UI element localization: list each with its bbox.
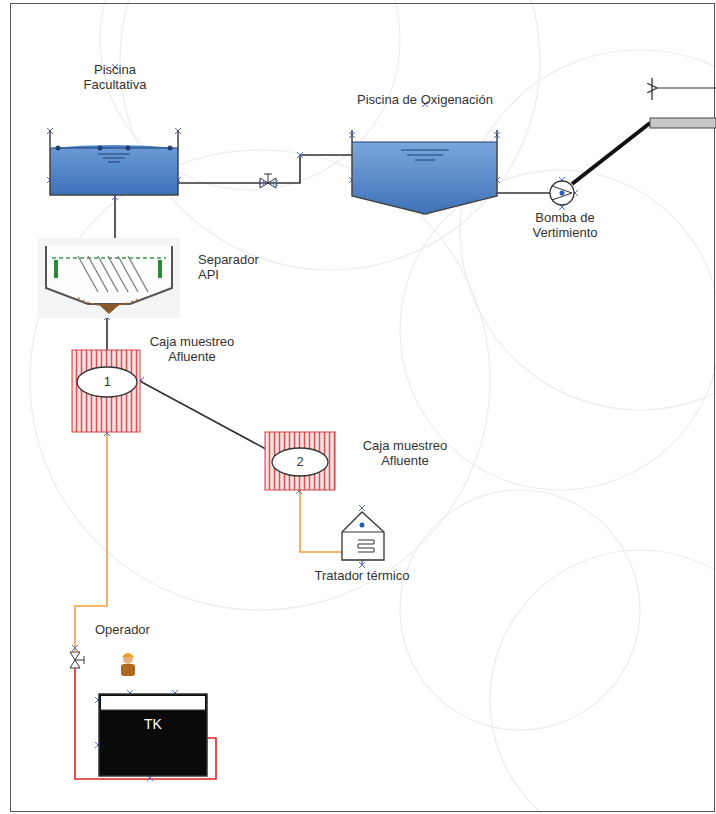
pipe-connector bbox=[300, 490, 342, 552]
callout-number: 1 bbox=[92, 374, 122, 389]
node-label: TK bbox=[98, 717, 208, 732]
pipe-line bbox=[114, 195, 116, 238]
pipe-line bbox=[106, 316, 108, 350]
node-label: Separador API bbox=[198, 252, 270, 282]
sampling-box: Caja muestreo Afluente 1 bbox=[70, 334, 250, 434]
facultative-pool: Piscina Facultativa bbox=[40, 62, 190, 198]
pipe-line bbox=[497, 192, 550, 194]
callout-number: 2 bbox=[285, 454, 315, 469]
boundary-mark bbox=[651, 78, 652, 100]
pipe-line bbox=[178, 155, 352, 183]
sampling-box: Caja muestreo Afluente 2 bbox=[263, 430, 463, 492]
api-separator-shape bbox=[38, 238, 270, 318]
node-label: Piscina de Oxigenación bbox=[345, 92, 505, 107]
node-label: Tratador térmico bbox=[302, 568, 422, 583]
flow-arrow bbox=[656, 87, 716, 88]
heater-treater: Tratador térmico bbox=[302, 506, 422, 590]
connection-mark bbox=[297, 152, 303, 158]
node-label: Bomba de Vertimiento bbox=[522, 210, 608, 240]
pipe-connector bbox=[178, 155, 352, 183]
pipe-connector bbox=[136, 379, 275, 454]
pipe-line bbox=[75, 668, 216, 779]
discharge-pipe bbox=[572, 123, 650, 184]
connection-mark bbox=[259, 180, 265, 186]
connection-mark bbox=[72, 645, 78, 651]
oxygenation-pool: Piscina de Oxigenación bbox=[345, 92, 505, 216]
pipe-connector bbox=[497, 193, 550, 194]
discharge-pump: Bomba de Vertimiento bbox=[520, 180, 610, 250]
part-label: Operador bbox=[95, 622, 150, 637]
storage-tank: TK bbox=[98, 693, 208, 777]
connection-mark bbox=[359, 505, 365, 511]
connection-mark bbox=[272, 180, 278, 186]
pipe-line bbox=[136, 379, 275, 454]
storage-tank-shape bbox=[98, 693, 208, 777]
pipe-line bbox=[300, 490, 342, 552]
box-heading: Caja muestreo Afluente bbox=[140, 334, 244, 364]
oxygenation-pool-shape bbox=[345, 92, 505, 216]
operator-icon bbox=[121, 653, 135, 676]
api-separator: Separador API bbox=[38, 238, 270, 318]
frame bbox=[11, 4, 715, 812]
background-circles bbox=[30, 0, 716, 814]
node-label: Piscina Facultativa bbox=[75, 62, 155, 92]
box-heading: Caja muestreo Afluente bbox=[353, 438, 457, 468]
pipe-line bbox=[75, 432, 107, 652]
pipe-connector bbox=[75, 432, 216, 779]
pipe-connector bbox=[107, 316, 108, 350]
pipe-connector bbox=[115, 195, 116, 238]
valve-symbol bbox=[70, 652, 84, 668]
outfall-pipe bbox=[650, 118, 716, 128]
